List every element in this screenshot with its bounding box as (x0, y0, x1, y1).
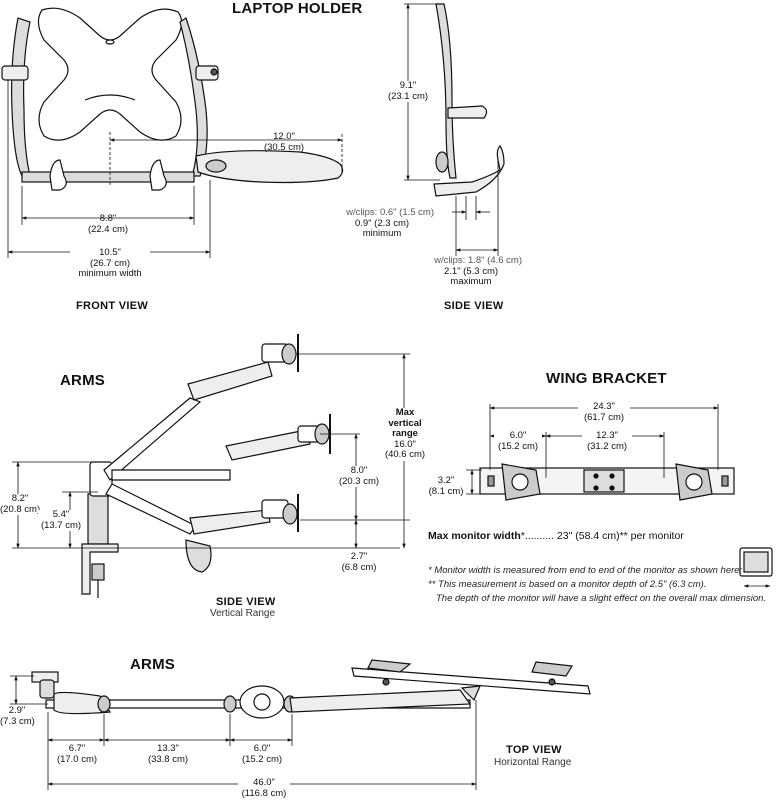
front-view-label: FRONT VIEW (76, 300, 149, 312)
arms-top-view-sub: Horizontal Range (494, 757, 572, 768)
side-view-label: SIDE VIEW (444, 300, 504, 312)
wing-bracket-drawing (479, 463, 773, 577)
dim-8-0in: 8.0"(20.3 cm) (336, 465, 382, 487)
dim-46-0in: 46.0"(116.8 cm) (238, 777, 290, 799)
dim-8-2in: 8.2"(20.8 cm) (0, 493, 41, 515)
laptop-holder-title: LAPTOP HOLDER (232, 0, 363, 17)
arms-side-drawing (81, 334, 331, 598)
max-monitor-width: Max monitor width*.......... 23" (58.4 c… (428, 530, 684, 542)
dim-24-3in: 24.3"(61.7 cm) (578, 401, 630, 423)
arms-side-view-sub: Vertical Range (210, 608, 276, 619)
laptop-holder-side-dimensions (404, 3, 499, 256)
laptop-holder-side-drawing (433, 3, 505, 197)
dim-2-9in: 2.9"(7.3 cm) (0, 705, 35, 727)
dim-13-3in: 13.3"(33.8 cm) (147, 743, 189, 765)
dim-6-7in: 6.7"(17.0 cm) (56, 743, 98, 765)
dim-6-0in-top: 6.0"(15.2 cm) (241, 743, 283, 765)
dim-5-4in: 5.4"(13.7 cm) (38, 509, 84, 531)
arms-side-title: ARMS (60, 372, 105, 389)
arms-top-view-label: TOP VIEW (506, 744, 562, 756)
dim-2-7in: 2.7"(6.8 cm) (341, 551, 377, 573)
dim-10-5in: 10.5"(26.7 cm)minimum width (70, 247, 150, 280)
dim-clips-minimum: w/clips: 0.6" (1.5 cm) 0.9" (2.3 cm) min… (346, 207, 434, 239)
dim-9-1in: 9.1"(23.1 cm) (384, 80, 432, 102)
arms-top-title: ARMS (130, 656, 175, 673)
note-depth-effect: The depth of the monitor will have a sli… (436, 593, 767, 604)
note-monitor-depth: ** This measurement is based on a monito… (428, 579, 707, 590)
laptop-holder-front-drawing (1, 7, 344, 191)
arms-side-view-label: SIDE VIEW (216, 596, 276, 608)
dim-6-0in-wing: 6.0"(15.2 cm) (494, 430, 542, 452)
arms-top-drawing (31, 659, 591, 719)
dim-max-vertical-range: Max vertical range 16.0" (40.6 cm) (382, 407, 428, 461)
dim-3-2in: 3.2"(8.1 cm) (428, 475, 464, 497)
note-monitor-width: * Monitor width is measured from end to … (428, 565, 743, 576)
dim-12in: 12.0"(30.5 cm) (263, 131, 305, 153)
dim-clips-maximum: w/clips: 1.8" (4.6 cm) 2.1" (5.3 cm) max… (434, 255, 522, 287)
dim-12-3in: 12.3"(31.2 cm) (582, 430, 632, 452)
dim-8-8in: 8.8"(22.4 cm) (87, 213, 129, 235)
wing-bracket-title: WING BRACKET (546, 370, 667, 387)
